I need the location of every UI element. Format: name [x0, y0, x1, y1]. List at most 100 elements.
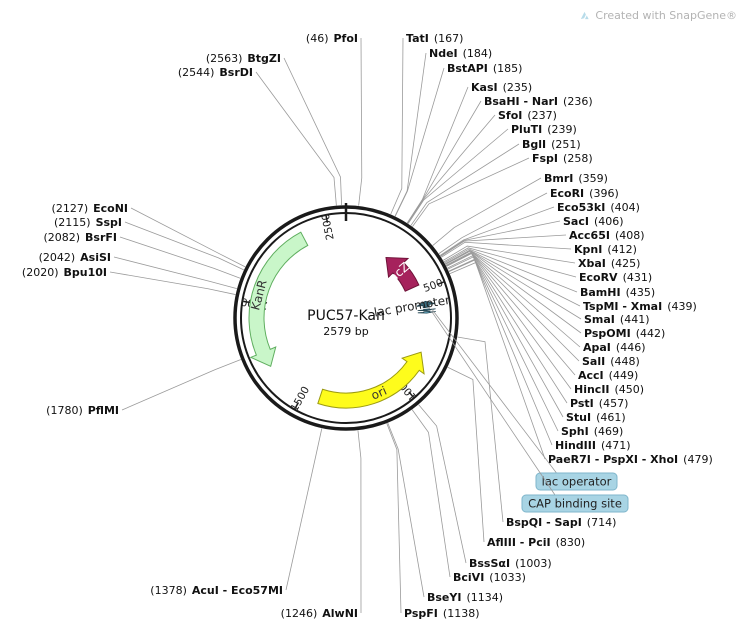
site-label-hindiii[interactable]: HindIII(471)	[555, 439, 631, 452]
site-label-pfoi[interactable]: (46)PfoI	[306, 32, 358, 45]
site-name: Acc65I	[569, 229, 610, 242]
site-label-bsahi-nari[interactable]: BsaHI - NarI(236)	[484, 95, 593, 108]
site-name: BciVI	[453, 571, 484, 584]
cap-binding-site-block[interactable]	[417, 310, 436, 314]
site-name: BtgZI	[247, 52, 281, 65]
site-label-econi[interactable]: (2127)EcoNI	[52, 202, 128, 215]
lac-operator-block[interactable]	[417, 308, 436, 312]
callout-box-lac-operator[interactable]	[535, 472, 618, 491]
site-label-pspfi[interactable]: PspFI(1138)	[404, 607, 479, 620]
site-label-kpni[interactable]: KpnI(412)	[574, 243, 637, 256]
site-label-asisi[interactable]: (2042)AsiSI	[39, 251, 111, 264]
site-leader-line	[445, 251, 581, 348]
site-name: SspI	[96, 216, 122, 229]
feature-arrow-kanr[interactable]	[248, 231, 309, 368]
callout-leader-line	[431, 311, 556, 496]
site-label-pspomi[interactable]: PspOMI(442)	[584, 327, 665, 340]
site-label-bspqi-sapi[interactable]: BspQI - SapI(714)	[506, 516, 616, 529]
site-label-psti[interactable]: PstI(457)	[570, 397, 628, 410]
site-label-bseyi[interactable]: BseYI(1134)	[427, 591, 503, 604]
callout-box-cap-binding-site[interactable]	[521, 494, 629, 513]
site-label-sfoi[interactable]: SfoI(237)	[498, 109, 557, 122]
site-label-sphi[interactable]: SphI(469)	[561, 425, 623, 438]
site-position: (167)	[434, 32, 464, 45]
site-label-xbai[interactable]: XbaI(425)	[578, 257, 640, 270]
snapgene-logo-icon	[581, 11, 590, 20]
site-label-tspmi-xmai[interactable]: TspMI - XmaI(439)	[583, 300, 697, 313]
site-position: (439)	[667, 300, 697, 313]
scale-tick-label: 1500	[289, 384, 313, 413]
site-position: (479)	[683, 453, 713, 466]
site-label-hincii[interactable]: HincII(450)	[574, 383, 644, 396]
site-leader-line	[121, 359, 242, 411]
site-label-sspi[interactable]: (2115)SspI	[54, 216, 122, 229]
site-label-tati[interactable]: TatI(167)	[406, 32, 463, 45]
site-position: (406)	[594, 215, 624, 228]
site-label-bsrdi[interactable]: (2544)BsrDI	[178, 66, 253, 79]
site-label-ecorv[interactable]: EcoRV(431)	[579, 271, 652, 284]
feature-arrow-lacz[interactable]	[385, 257, 420, 292]
site-name: PstI	[570, 397, 594, 410]
site-leader-line	[357, 430, 362, 614]
site-label-paer7i-pspxi-xhoi[interactable]: PaeR7I - PspXI - XhoI(479)	[548, 453, 713, 466]
site-label-bgli[interactable]: BglI(251)	[522, 138, 581, 151]
site-position: (251)	[551, 138, 581, 151]
site-label-stui[interactable]: StuI(461)	[566, 411, 626, 424]
site-label-fspi[interactable]: FspI(258)	[532, 152, 593, 165]
site-label-bstapi[interactable]: BstAPI(185)	[447, 62, 522, 75]
site-name: Eco53kI	[557, 201, 605, 214]
site-label-afliii-pcii[interactable]: AflIII - PciI(830)	[487, 536, 585, 549]
site-name: BstAPI	[447, 62, 488, 75]
callout-leader-line	[431, 308, 557, 474]
site-label-saci[interactable]: SacI(406)	[563, 215, 624, 228]
site-name: AlwNI	[322, 607, 358, 620]
site-label-alwni[interactable]: (1246)AlwNI	[281, 607, 358, 620]
site-label-bamhi[interactable]: BamHI(435)	[580, 286, 655, 299]
site-leader-line	[448, 258, 559, 432]
site-position: (1138)	[443, 607, 480, 620]
site-label-pflmi[interactable]: (1780)PflMI	[46, 404, 119, 417]
site-name: SalI	[582, 355, 605, 368]
site-label-eco53ki[interactable]: Eco53kI (404)	[557, 201, 640, 214]
site-position: (448)	[610, 355, 640, 368]
site-label-smai[interactable]: SmaI(441)	[584, 313, 650, 326]
site-name: BsrFI	[85, 231, 117, 244]
site-label-pluti[interactable]: PluTI(239)	[511, 123, 577, 136]
site-position: (449)	[609, 369, 639, 382]
site-name: KpnI	[574, 243, 602, 256]
scale-tick	[243, 300, 251, 304]
site-label-bsss-i[interactable]: BssSαI(1003)	[469, 557, 552, 570]
site-label-acui-eco57mi[interactable]: (1378)AcuI - Eco57MI	[150, 584, 283, 597]
site-label-apai[interactable]: ApaI(446)	[583, 341, 646, 354]
site-position: (450)	[615, 383, 645, 396]
site-name: FspI	[532, 152, 558, 165]
site-position: (359)	[578, 172, 608, 185]
feature-arrow-ori[interactable]	[317, 351, 425, 409]
site-position: (404)	[610, 201, 640, 214]
site-label-acc65i[interactable]: Acc65I(408)	[569, 229, 645, 242]
site-label-acci[interactable]: AccI(449)	[578, 369, 638, 382]
site-position: (830)	[556, 536, 586, 549]
site-label-ecori[interactable]: EcoRI(396)	[550, 187, 619, 200]
site-label-kasi[interactable]: KasI(235)	[471, 81, 532, 94]
site-label-bpu10i[interactable]: (2020)Bpu10I	[22, 266, 107, 279]
site-leader-line	[386, 423, 402, 614]
site-label-sali[interactable]: SalI (448)	[582, 355, 640, 368]
site-name: HindIII	[555, 439, 596, 452]
site-position: (435)	[626, 286, 656, 299]
site-label-btgzi[interactable]: (2563)BtgZI	[206, 52, 281, 65]
site-leader-line	[445, 250, 582, 334]
feature-arrow-lac-promoter[interactable]	[416, 300, 435, 309]
site-leader-line	[438, 192, 548, 254]
site-leader-line	[255, 71, 337, 206]
site-name: BmrI	[544, 172, 573, 185]
site-name: BspQI - SapI	[506, 516, 582, 529]
scale-tick	[436, 281, 444, 286]
site-leader-line	[412, 157, 530, 227]
site-label-ndei[interactable]: NdeI(184)	[429, 47, 492, 60]
site-position: (237)	[527, 109, 557, 122]
site-label-bsrfi[interactable]: (2082)BsrFI	[43, 231, 117, 244]
site-label-bcivi[interactable]: BciVI(1033)	[453, 571, 526, 584]
site-label-bmri[interactable]: BmrI (359)	[544, 172, 608, 185]
